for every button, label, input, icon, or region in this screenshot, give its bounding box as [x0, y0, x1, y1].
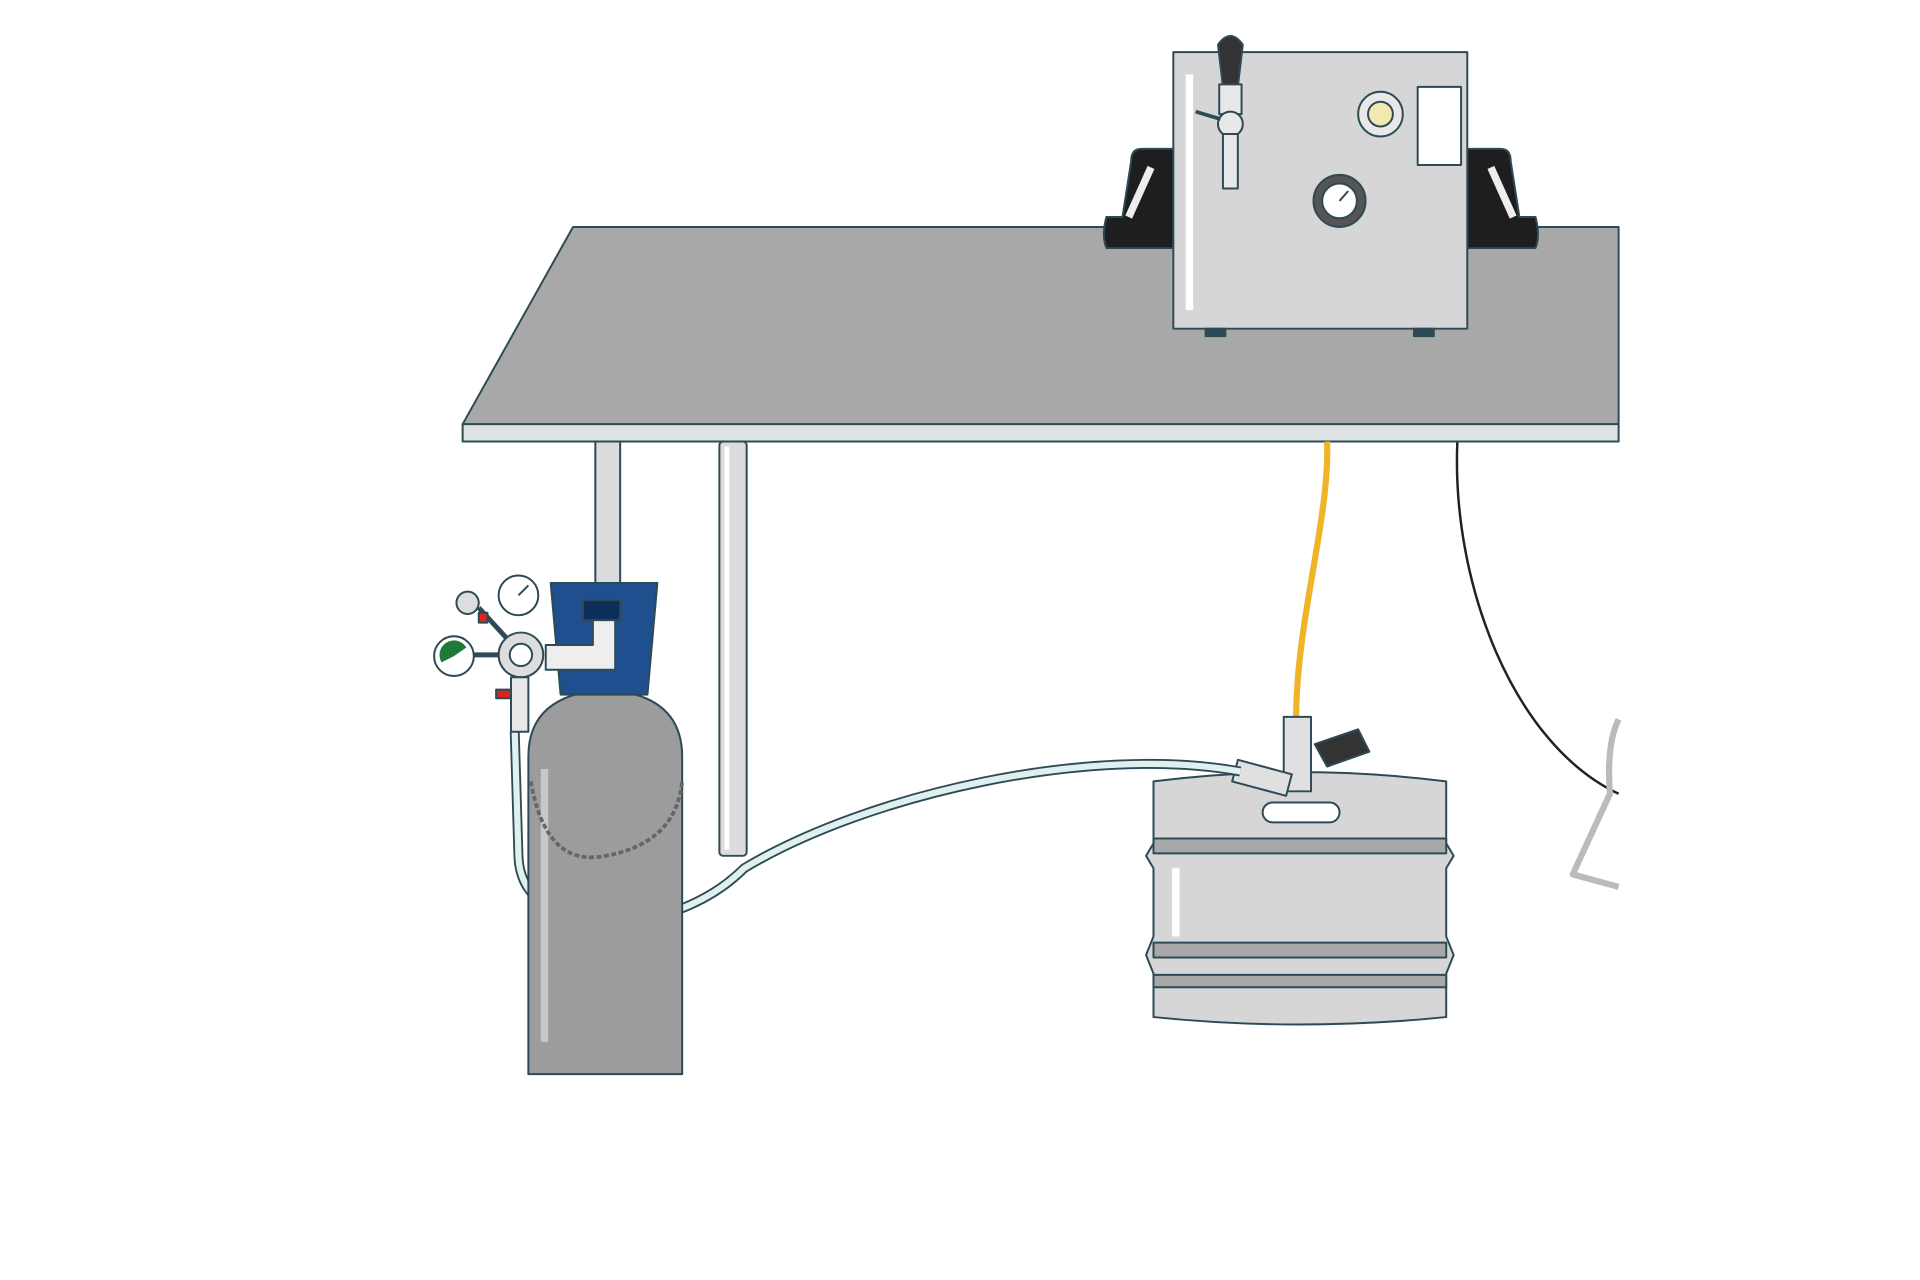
- beer-tap: [1195, 34, 1244, 190]
- table-leg-front: [594, 440, 622, 592]
- adjustment-knob: [455, 590, 480, 615]
- cylinder-chain: [529, 781, 685, 860]
- co2-cylinder: [527, 688, 684, 1076]
- pressure-regulator: [471, 606, 617, 733]
- power-cable: [1455, 441, 1620, 795]
- beer-keg: [1145, 771, 1455, 1026]
- partial-stand: [1569, 717, 1622, 890]
- keg-coupler: [1231, 715, 1371, 797]
- table-edge: [461, 423, 1620, 443]
- cooler-label-plate: [1416, 85, 1463, 166]
- beer-line: [1293, 441, 1331, 720]
- low-pressure-gauge: [497, 574, 540, 617]
- table-leg-back: [718, 440, 748, 857]
